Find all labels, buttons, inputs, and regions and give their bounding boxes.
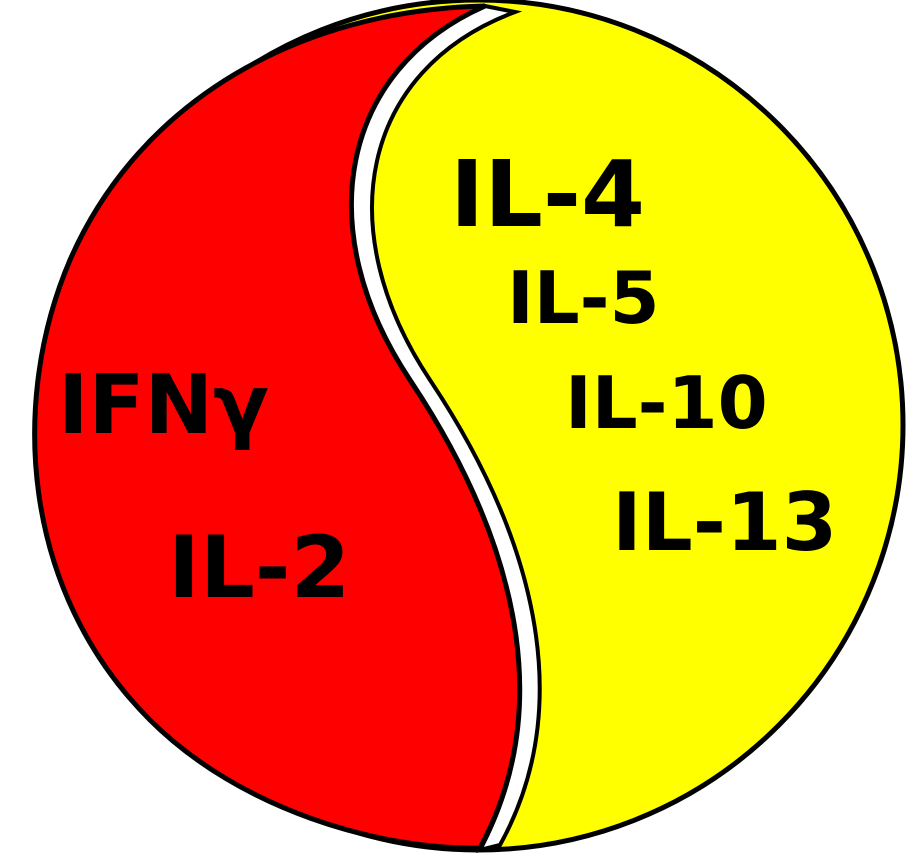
label-il-4: IL-4 [450,141,645,248]
label-il-10: IL-10 [565,361,768,445]
left-half-red [32,3,523,851]
label-il-2: IL-2 [168,518,350,618]
label-il-5: IL-5 [507,256,660,340]
label-ifn-gamma: IFNγ [58,358,269,453]
label-il-13: IL-13 [612,476,837,569]
